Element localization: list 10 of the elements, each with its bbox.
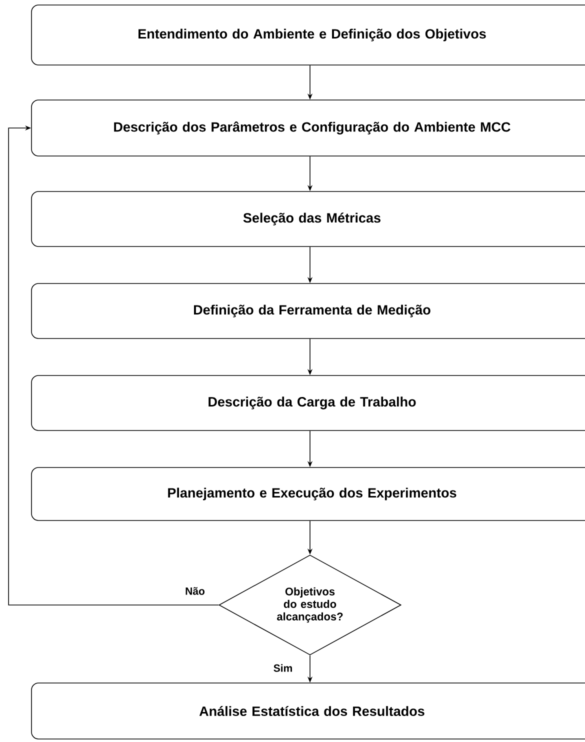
edge-label: Sim — [272, 663, 294, 673]
process-box: Descrição dos Parâmetros e Configuração do Ambiente MCC — [31, 100, 585, 156]
edge-label: Não — [184, 586, 206, 596]
process-box: Seleção das Métricas — [31, 191, 585, 247]
process-box: Análise Estatística dos Resultados — [31, 682, 585, 740]
arrow — [8, 125, 219, 606]
process-box: Descrição da Carga de Trabalho — [31, 375, 585, 431]
process-box: Definição da Ferramenta de Medição — [31, 283, 585, 339]
process-box: Entendimento do Ambiente e Definição dos Objetivos — [31, 4, 585, 66]
process-box: Planejamento e Execução dos Experimentos — [31, 467, 585, 521]
